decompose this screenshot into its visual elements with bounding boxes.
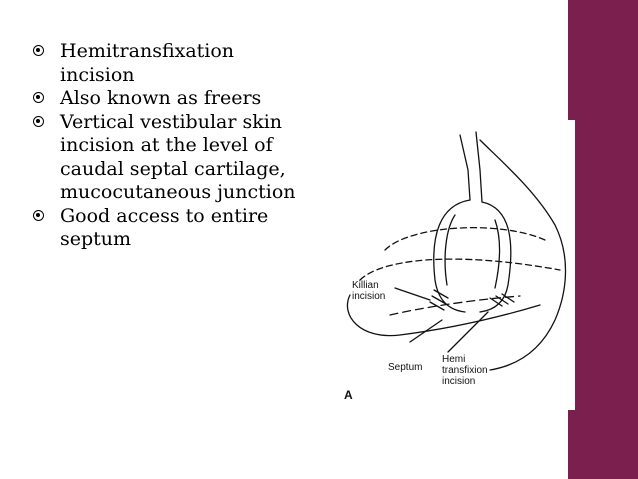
bullet-line: Vertical vestibular skin (60, 110, 283, 133)
bullet-line: Hemitransfixation (60, 40, 235, 62)
killian-hatch (429, 289, 449, 311)
nose-outline (479, 139, 567, 371)
accent-side-bar (568, 0, 638, 479)
septum-leader (409, 319, 443, 343)
speculum-blade-left (433, 199, 471, 313)
bullet-item: Hemitransfixation incision (30, 40, 320, 87)
target-bullet-icon (33, 92, 44, 103)
killian-label-line: incision (352, 291, 386, 302)
nostril-dashed-top (384, 227, 546, 251)
septum-dashed-line (389, 295, 521, 316)
hemi-label-line: transfixion (442, 365, 488, 376)
target-bullet-icon (33, 115, 44, 127)
hemi-leader (447, 311, 489, 353)
nostril-dashed-mid (359, 258, 561, 281)
bullet-line: incision at the level of (60, 134, 273, 156)
speculum-blade-right (479, 201, 512, 313)
bullet-item: Vertical vestibular skin incision at the… (30, 111, 320, 205)
speculum-handle-left (459, 134, 471, 201)
panel-label: A (344, 388, 353, 402)
bullet-list: Hemitransfixation incision Also known as… (30, 40, 320, 252)
hemi-label-line: incision (442, 376, 476, 387)
speculum-handle-right (475, 131, 483, 203)
target-bullet-icon (33, 209, 44, 221)
nasal-speculum-drawing (346, 131, 567, 371)
septum-label: Septum (388, 362, 423, 373)
bullet-line: caudal septal cartilage, (60, 157, 286, 180)
nostril-lower-rim (346, 294, 541, 337)
killian-label: Killian incision (352, 280, 385, 302)
bullet-line: Also known as freers (60, 87, 262, 109)
target-bullet-icon (33, 45, 44, 56)
killian-label-line: Killian (352, 280, 379, 291)
bullet-line: septum (60, 228, 132, 250)
hemi-hatch (489, 293, 515, 307)
anatomy-illustration: Killian incision Septum Hemi transfixion… (330, 120, 575, 410)
hemi-transfixion-label: Hemi transfixion incision (442, 354, 488, 387)
bullet-line: mucocutaneous junction (60, 181, 296, 203)
bullet-line: Good access to entire (60, 204, 269, 227)
bullet-line: incision (60, 63, 135, 86)
killian-leader (394, 287, 431, 301)
speculum-blade-inner-right (494, 219, 501, 289)
hemi-label-line: Hemi (442, 354, 466, 365)
speculum-blade-inner-left (444, 214, 456, 286)
bullet-item: Also known as freers (30, 87, 320, 111)
bullet-item: Good access to entire septum (30, 205, 320, 252)
